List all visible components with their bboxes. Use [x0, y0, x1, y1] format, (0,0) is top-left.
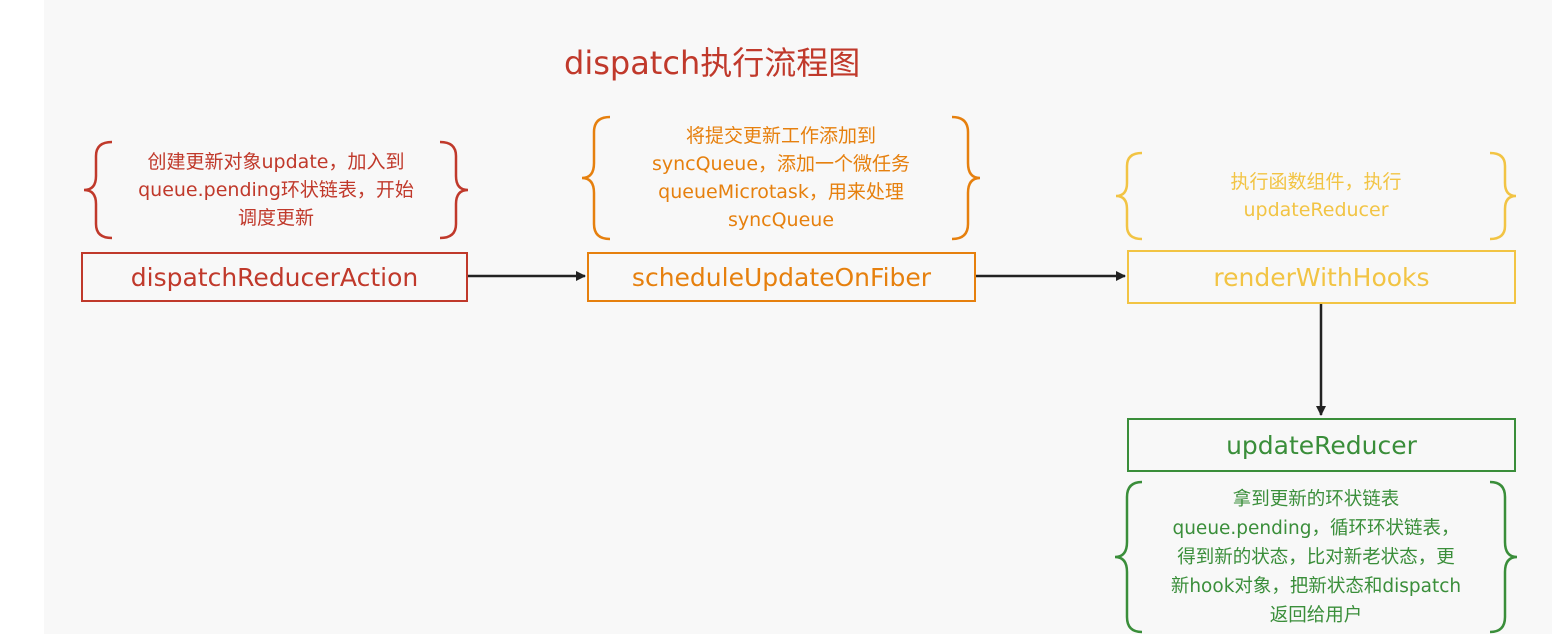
note-line: 得到新的状态，比对新老状态，更 — [1177, 546, 1455, 568]
node-schedule-update-on-fiber: scheduleUpdateOnFiber — [587, 252, 976, 302]
brace-right-red — [439, 140, 469, 240]
node-label: updateReducer — [1226, 430, 1417, 460]
node-dispatch-reducer-action: dispatchReducerAction — [81, 252, 468, 302]
brace-left-red — [83, 140, 113, 240]
node-label: dispatchReducerAction — [130, 262, 419, 292]
brace-left-yellow — [1115, 151, 1143, 241]
note-line: 拿到更新的环状链表 — [1232, 488, 1400, 510]
note-line: queue.pending，循环环状链表， — [1172, 517, 1460, 539]
diagram-canvas: dispatch执行流程图 dispatchReducerAction sche… — [44, 0, 1552, 634]
note-line: queue.pending环状链表，开始 — [138, 179, 414, 201]
note-line: 新hook对象，把新状态和dispatch — [1170, 575, 1462, 597]
note-schedule: 将提交更新工作添加到 syncQueue，添加一个微任务 queueMicrot… — [600, 117, 962, 239]
note-line: 将提交更新工作添加到 — [685, 125, 876, 147]
note-line: syncQueue — [727, 209, 835, 231]
brace-left-orange — [581, 115, 611, 241]
node-label: renderWithHooks — [1213, 262, 1430, 292]
note-line: 执行函数组件，执行 — [1230, 171, 1402, 193]
diagram-connectors — [83, 115, 1518, 634]
note-render: 执行函数组件，执行 updateReducer — [1134, 153, 1498, 239]
note-line: queueMicrotask，用来处理 — [658, 181, 904, 203]
node-update-reducer: updateReducer — [1127, 418, 1516, 472]
brace-right-yellow — [1489, 151, 1517, 241]
note-line: 调度更新 — [237, 207, 314, 229]
brace-left-green — [1114, 480, 1143, 634]
diagram-title: dispatch执行流程图 — [564, 44, 861, 82]
note-dispatch: 创建更新对象update，加入到 queue.pending环状链表，开始 调度… — [100, 142, 452, 238]
note-line: updateReducer — [1243, 199, 1389, 221]
note-line: syncQueue，添加一个微任务 — [651, 153, 911, 175]
note-line: 创建更新对象update，加入到 — [147, 151, 405, 173]
node-render-with-hooks: renderWithHooks — [1127, 250, 1516, 304]
node-label: scheduleUpdateOnFiber — [631, 262, 932, 292]
note-update: 拿到更新的环状链表 queue.pending，循环环状链表， 得到新的状态，比… — [1130, 482, 1502, 632]
brace-right-orange — [951, 115, 981, 241]
brace-right-green — [1489, 480, 1518, 634]
note-line: 返回给用户 — [1269, 604, 1363, 626]
